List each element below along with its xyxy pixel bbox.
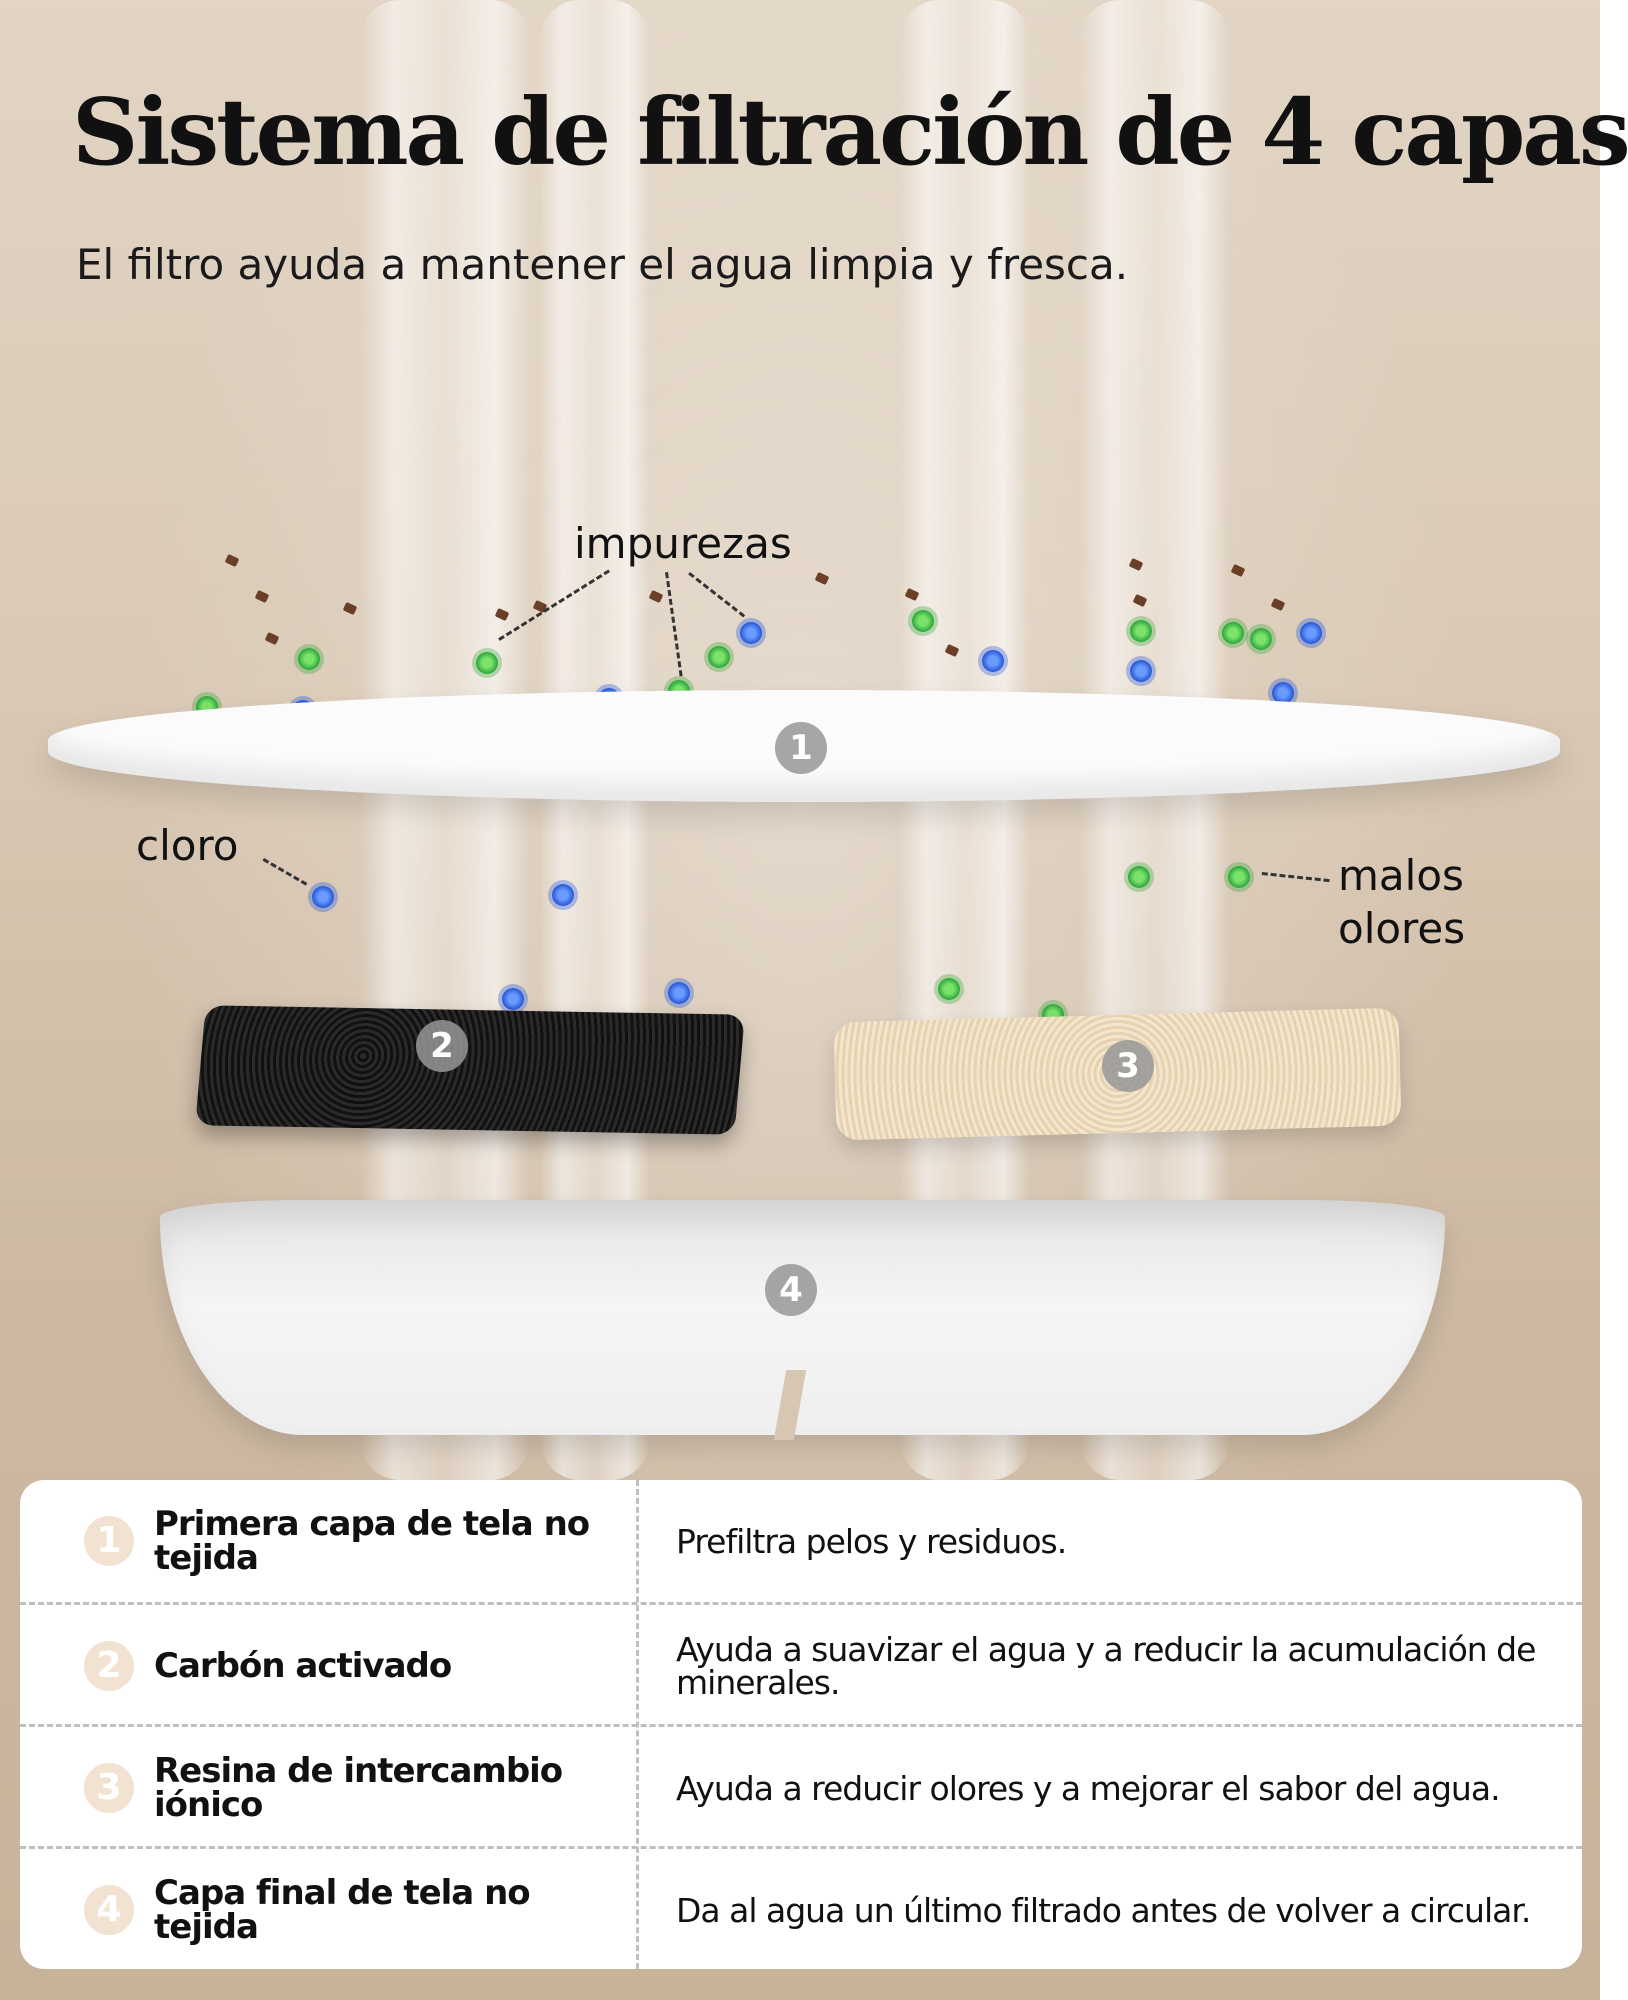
layer-description: Ayuda a reducir olores y a mejorar el sa… [676, 1768, 1501, 1808]
debris-particle [224, 553, 240, 568]
cloro-leader [262, 858, 308, 886]
odor-germ-icon [938, 978, 960, 1000]
chlorine-germ-icon [1300, 622, 1322, 644]
table-row: 3 Resina de intercambio iónico Ayuda a r… [20, 1724, 1582, 1849]
layer-name: Primera capa de tela no tejida [154, 1504, 590, 1578]
layer-description: Da al agua un último filtrado antes de v… [676, 1890, 1531, 1930]
odor-germ-icon [1228, 866, 1250, 888]
table-row: 1 Primera capa de tela no tejida Prefilt… [20, 1480, 1582, 1602]
odor-germ-icon [1250, 628, 1272, 650]
layer-description: Ayuda a suavizar el agua y a reducir la … [676, 1630, 1536, 1702]
malos-olores-leader [1261, 872, 1330, 883]
layer-badge-3: 3 [1102, 1040, 1154, 1092]
layer-badge-2: 2 [416, 1020, 468, 1072]
chlorine-germ-icon [552, 884, 574, 906]
impurezas-leader [665, 572, 683, 677]
layer-badge-4: 4 [765, 1264, 817, 1316]
chlorine-germ-icon [312, 886, 334, 908]
row-number-badge: 3 [84, 1763, 134, 1813]
layer-name: Carbón activado [154, 1646, 452, 1686]
chlorine-germ-icon [982, 650, 1004, 672]
debris-particle [264, 631, 280, 646]
layers-table: 1 Primera capa de tela no tejida Prefilt… [20, 1480, 1582, 1969]
debris-particle [1230, 563, 1246, 578]
row-number-badge: 1 [84, 1516, 134, 1566]
row-number-badge: 4 [84, 1885, 134, 1935]
odor-germ-icon [476, 652, 498, 674]
odor-germ-icon [1222, 622, 1244, 644]
chlorine-germ-icon [668, 982, 690, 1004]
odor-germ-icon [298, 648, 320, 670]
malos-olores-label: malos olores [1338, 850, 1465, 955]
odor-germ-icon [1130, 620, 1152, 642]
layer-name: Resina de intercambio iónico [154, 1751, 563, 1825]
filter-layer-2-carbon [195, 1005, 745, 1135]
impurezas-leader [688, 572, 746, 618]
debris-particle [814, 571, 830, 586]
table-row: 4 Capa final de tela no tejida Da al agu… [20, 1846, 1582, 1971]
chlorine-germ-icon [502, 988, 524, 1010]
debris-particle [648, 589, 664, 604]
debris-particle [254, 589, 270, 604]
filter-layer-4-nonwoven [160, 1200, 1445, 1435]
table-row: 2 Carbón activado Ayuda a suavizar el ag… [20, 1602, 1582, 1727]
page-title: Sistema de filtración de 4 capas [72, 78, 1628, 186]
chlorine-germ-icon [1272, 682, 1294, 704]
odor-germ-icon [912, 610, 934, 632]
odor-germ-icon [1128, 866, 1150, 888]
layer-badge-1: 1 [775, 722, 827, 774]
odor-germ-icon [708, 646, 730, 668]
page-subtitle: El filtro ayuda a mantener el agua limpi… [76, 240, 1129, 289]
row-number-badge: 2 [84, 1641, 134, 1691]
malos-olores-line2: olores [1338, 903, 1466, 953]
layer-name: Capa final de tela no tejida [154, 1873, 531, 1947]
layer-description: Prefiltra pelos y residuos. [676, 1521, 1067, 1561]
debris-particle [342, 601, 358, 616]
cloro-label: cloro [136, 821, 239, 870]
impurezas-label: impurezas [574, 519, 792, 568]
malos-olores-line1: malos [1338, 851, 1464, 900]
debris-particle [1270, 597, 1286, 612]
chlorine-germ-icon [740, 622, 762, 644]
chlorine-germ-icon [1130, 660, 1152, 682]
